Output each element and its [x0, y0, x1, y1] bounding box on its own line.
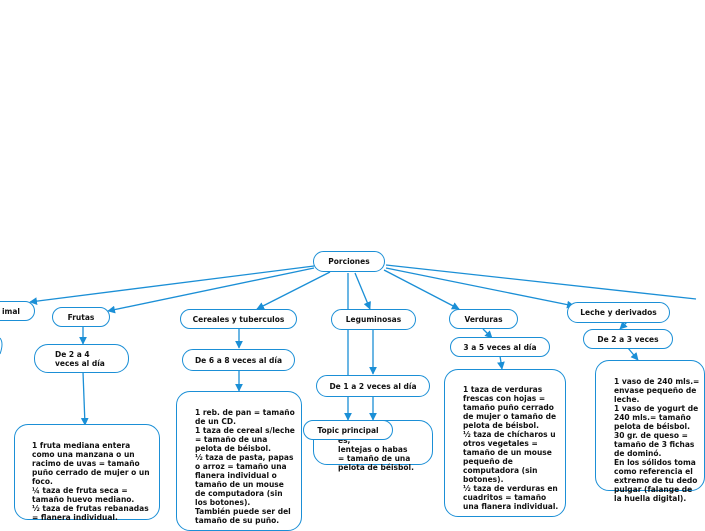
frutas-detail[interactable]: 1 fruta mediana entera como una manzana …: [14, 424, 160, 522]
connectors: [0, 264, 697, 426]
leche-detail[interactable]: 1 vaso de 240 mls.= envase pequeño de le…: [595, 360, 705, 503]
edge-verd-freq: [482, 328, 493, 339]
leche-frequency[interactable]: De 2 a 3 veces: [583, 329, 673, 349]
edge-root-leguminosas: [354, 272, 371, 310]
offscreen-node-edge: [0, 337, 3, 355]
branch-leguminosas-label: Leguminosas: [345, 315, 402, 324]
frutas-frequency[interactable]: De 2 a 4 veces al día: [34, 344, 129, 373]
topic-principal-label: Topic principal: [317, 425, 379, 435]
branch-frutas-label: Frutas: [67, 312, 95, 322]
edge-verd-detail: [497, 355, 505, 370]
branch-leche[interactable]: Leche y derivados: [567, 302, 670, 323]
frutas-frequency-text: De 2 a 4 veces al día: [55, 350, 105, 368]
frutas-detail-text: 1 fruta mediana entera como una manzana …: [32, 441, 150, 522]
root-label: Porciones: [328, 257, 370, 266]
cereales-frequency[interactable]: De 6 a 8 veces al día: [182, 349, 295, 371]
edge-root-animal: [29, 265, 315, 305]
edge-root-cereales: [256, 271, 331, 310]
branch-verduras[interactable]: Verduras: [449, 309, 518, 329]
edge-root-frutas: [107, 267, 315, 314]
verduras-frequency-text: 3 a 5 veces al día: [463, 342, 537, 352]
edge-root-leche: [385, 267, 575, 309]
topic-principal[interactable]: Topic principal: [303, 420, 393, 440]
edge-leche-freq: [619, 321, 628, 330]
leguminosas-detail-text: es, lentejas o habas = tamaño de una pel…: [338, 436, 414, 472]
branch-animal[interactable]: imal: [0, 301, 35, 321]
cereales-detail[interactable]: 1 reb. de pan = tamaño de un CD. 1 taza …: [176, 391, 302, 531]
cereales-frequency-text: De 6 a 8 veces al día: [194, 355, 283, 365]
verduras-detail-text: 1 taza de verduras frescas con hojas = t…: [463, 385, 559, 511]
branch-verduras-label: Verduras: [464, 314, 503, 324]
leguminosas-frequency[interactable]: De 1 a 2 veces al día: [316, 375, 430, 397]
root-node[interactable]: Porciones: [313, 251, 385, 272]
branch-cereales[interactable]: Cereales y tuberculos: [180, 309, 297, 329]
branch-leche-label: Leche y derivados: [580, 308, 657, 317]
branch-leguminosas[interactable]: Leguminosas: [331, 309, 416, 330]
branch-cereales-label: Cereales y tuberculos: [192, 314, 285, 324]
verduras-detail[interactable]: 1 taza de verduras frescas con hojas = t…: [444, 369, 566, 517]
verduras-frequency[interactable]: 3 a 5 veces al día: [450, 337, 550, 357]
edge-frutas-detail: [80, 371, 89, 426]
edge-leche-detail: [627, 347, 639, 361]
leche-detail-text: 1 vaso de 240 mls.= envase pequeño de le…: [614, 377, 700, 503]
leche-frequency-text: De 2 a 3 veces: [597, 334, 659, 344]
branch-frutas[interactable]: Frutas: [52, 307, 110, 327]
cereales-detail-text: 1 reb. de pan = tamaño de un CD. 1 taza …: [195, 408, 295, 525]
edge-root-offscreen: [385, 264, 697, 300]
branch-animal-label: imal: [1, 306, 20, 316]
edge-root-verduras: [383, 269, 460, 310]
mind-map-canvas: Porciones imal Frutas De 2 a 4 veces al …: [0, 251, 705, 531]
leguminosas-frequency-text: De 1 a 2 veces al día: [329, 381, 417, 391]
